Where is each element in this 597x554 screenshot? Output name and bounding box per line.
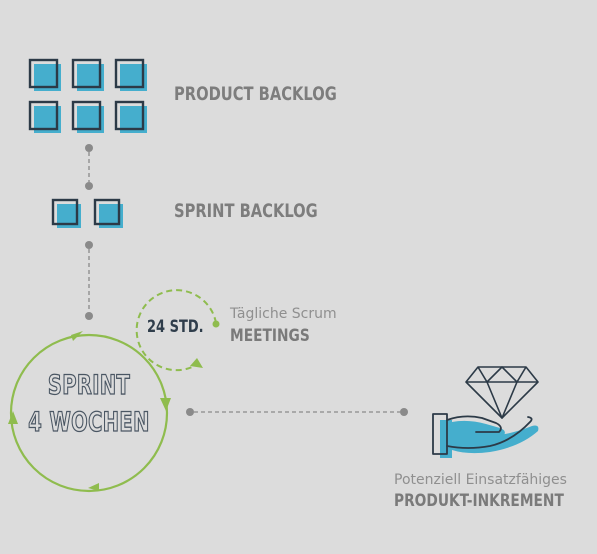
- daily-scrum-title: Tägliche Scrum: [230, 306, 337, 322]
- connector-sprint-backlog-to-sprint: [85, 241, 93, 320]
- increment-title: PRODUKT-INKREMENT: [394, 491, 564, 511]
- increment-caption: Potenziell Einsatzfähiges: [394, 472, 567, 488]
- backlog-item-square-icon: [28, 100, 61, 133]
- sprint-label: SPRINT: [47, 369, 131, 401]
- backlog-item-square-icon: [28, 58, 61, 91]
- sprint-duration-label: 4 WOCHEN: [28, 406, 150, 438]
- product-backlog-items: [28, 58, 147, 133]
- cycle-arrow-icon: [8, 411, 18, 424]
- backlog-item-square-icon: [71, 58, 104, 91]
- backlog-item-square-icon: [71, 100, 104, 133]
- sprint-cycle: [8, 331, 171, 493]
- cycle-arrow-icon: [88, 483, 99, 491]
- cycle-arrow-icon: [160, 398, 171, 411]
- product-backlog-label: PRODUCT BACKLOG: [174, 83, 337, 105]
- daily-cycle-arrow-icon: [190, 358, 203, 368]
- cycle-arrow-icon: [71, 331, 83, 341]
- sprint-backlog-label: SPRINT BACKLOG: [174, 200, 318, 222]
- daily-scrum-meetings-label: MEETINGS: [230, 326, 310, 346]
- backlog-item-square-icon: [93, 198, 123, 228]
- connector-sprint-to-increment: [186, 408, 408, 416]
- diamond-on-hand-icon: [432, 366, 539, 458]
- backlog-item-square-icon: [51, 198, 81, 228]
- sprint-cycle-label: SPRINT 4 WOCHEN: [11, 369, 167, 438]
- connector-product-to-sprint: [85, 144, 93, 190]
- daily-scrum-duration: 24 STD.: [147, 317, 204, 337]
- backlog-item-square-icon: [114, 100, 147, 133]
- daily-scrum-cycle: [135, 289, 220, 372]
- backlog-item-square-icon: [114, 58, 147, 91]
- sprint-backlog-items: [51, 198, 123, 228]
